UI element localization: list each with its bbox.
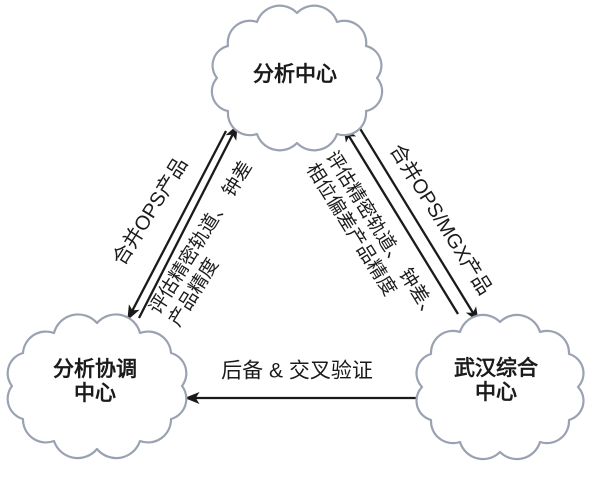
analysis-coordination-center-label-line2: 中心 [74, 382, 116, 405]
wuhan-comprehensive-center-label-line1: 武汉综合 [454, 357, 538, 380]
wuhan-comprehensive-center-label: 武汉综合 中心 [454, 357, 538, 405]
left-arrow-up-line [137, 124, 239, 319]
analysis-center-cloud [210, 4, 384, 152]
analysis-coordination-center-label-line1: 分析协调 [53, 358, 137, 381]
right-arrow-down-line [355, 121, 479, 323]
analysis-coordination-center-cloud [6, 313, 188, 460]
left-arrow-down-line [126, 130, 228, 321]
bottom-edge-backup-crossvalidation-label: 后备 & 交叉验证 [221, 359, 373, 383]
wuhan-comprehensive-center-cloud [415, 313, 585, 461]
analysis-coordination-center-label: 分析协调 中心 [53, 358, 137, 406]
wuhan-comprehensive-center-label-line2: 中心 [475, 381, 517, 404]
right-arrow-up-line [343, 126, 459, 315]
analysis-center-label: 分析中心 [253, 63, 337, 86]
